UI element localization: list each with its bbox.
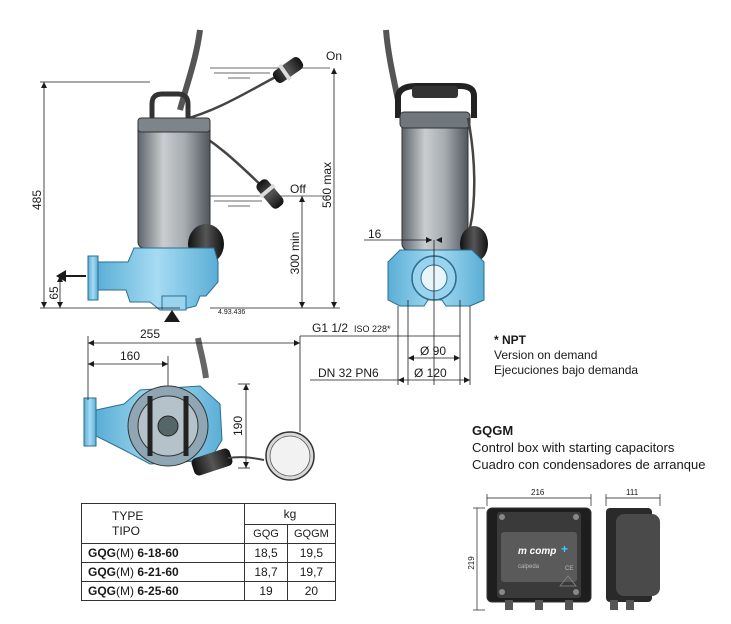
type-header: TYPE TIPO — [81, 503, 245, 544]
control-box-depth: 111 — [626, 488, 639, 497]
label-off: Off — [290, 182, 306, 196]
npt-note: * NPT Version on demand Ejecuciones bajo… — [494, 333, 638, 378]
thread-size: G1 1/2 — [312, 321, 348, 335]
water-lines — [210, 67, 330, 207]
dim-560-max: 560 max — [320, 162, 334, 208]
control-box-drawing: m comp + calpeda CE 216 111 219 — [467, 488, 661, 611]
control-box-maker: calpeda — [518, 564, 540, 570]
dim-190: 190 — [231, 416, 245, 436]
gqgm-note: GQGM Control box with starting capacitor… — [472, 422, 705, 473]
control-box-plus: + — [561, 542, 568, 556]
weight-table: TYPE TIPO kg GQG GQGM GQG(M) 6-18-60 18,… — [81, 503, 336, 601]
model-cell: GQG(M) 6-18-60 — [81, 543, 245, 563]
dim-d120: Ø 120 — [414, 366, 447, 380]
control-box-width: 216 — [531, 488, 545, 497]
control-box-brand: m comp — [518, 546, 556, 557]
dim-65: 65 — [47, 286, 61, 300]
dim-300-min: 300 min — [288, 232, 302, 275]
drawing-number: 4.93.436 — [218, 309, 245, 316]
npt-title: * NPT — [494, 333, 527, 347]
weight-gqgm: 19,7 — [287, 562, 336, 582]
model-cell: GQG(M) 6-25-60 — [81, 581, 245, 601]
gqgm-line-2: Cuadro con condensadores de arranque — [472, 457, 706, 472]
control-box-ce: CE — [565, 566, 573, 572]
weight-gqg: 18,5 — [244, 543, 288, 563]
dim-255: 255 — [140, 327, 160, 341]
dim-d90: Ø 90 — [420, 344, 446, 358]
weight-gqg: 19 — [244, 581, 288, 601]
control-box-height: 219 — [467, 556, 476, 570]
iso-standard: ISO 228* — [354, 324, 391, 334]
table-row: GQG(M) 6-25-60 19 20 — [81, 581, 336, 601]
gqgm-title: GQGM — [472, 423, 514, 438]
pump-top-view: 255 160 190 — [83, 327, 315, 481]
col-gqg: GQG — [244, 524, 288, 544]
pump-front-view: On Off 485 65 300 min 560 max 4.93.436 — [30, 29, 342, 322]
table-row: GQG(M) 6-18-60 18,5 19,5 — [81, 543, 336, 563]
weight-gqg: 18,7 — [244, 562, 288, 582]
weight-gqgm: 19,5 — [287, 543, 336, 563]
dim-16: 16 — [368, 227, 382, 241]
unit-header: kg — [244, 503, 336, 525]
gqgm-line-1: Control box with starting capacitors — [472, 440, 675, 455]
label-on: On — [326, 49, 342, 63]
flange-dn: DN 32 PN6 — [318, 366, 379, 380]
dim-485: 485 — [30, 190, 44, 210]
model-cell: GQG(M) 6-21-60 — [81, 562, 245, 582]
weight-gqgm: 20 — [287, 581, 336, 601]
col-gqgm: GQGM — [287, 524, 336, 544]
dim-160: 160 — [120, 349, 140, 363]
npt-line-1: Version on demand — [494, 348, 598, 362]
type-label: TYPE — [112, 508, 144, 523]
tipo-label: TIPO — [112, 523, 141, 538]
npt-line-2: Ejecuciones bajo demanda — [494, 363, 639, 377]
table-row: GQG(M) 6-21-60 18,7 19,7 — [81, 562, 336, 582]
pump-side-view: 16 G1 1/2 ISO 228* Ø 90 DN 32 PN6 Ø 120 — [300, 29, 488, 385]
